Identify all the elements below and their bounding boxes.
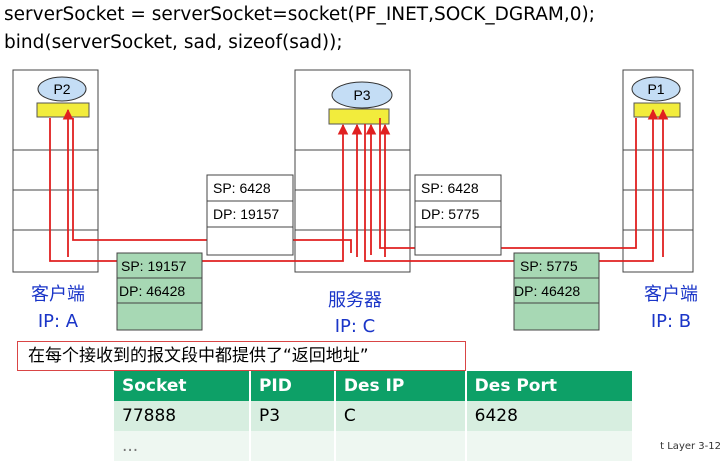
socket-table-header: Socket PID Des IP Des Port	[114, 371, 635, 401]
segment-sp-label: SP: 5775	[520, 258, 578, 274]
process-label-p1: P1	[647, 81, 664, 97]
segment-dp-label: DP: 46428	[119, 283, 185, 299]
table-row: 77888 P3 C 6428	[114, 401, 635, 431]
cell-des-ip	[334, 431, 467, 461]
cell-des-ip: C	[334, 401, 467, 431]
host-label-client-b: 客户端	[644, 284, 698, 305]
cell-pid	[249, 431, 336, 461]
cell-socket: ...	[114, 431, 251, 461]
segment-c-to-a: SP: 6428 DP: 19157	[206, 174, 294, 256]
column-header-pid: PID	[249, 371, 336, 401]
segment-b-to-c: SP: 5775 DP: 46428	[513, 252, 600, 331]
process-oval-p3	[331, 81, 393, 109]
column-header-des-port: Des Port	[465, 371, 635, 401]
cell-pid: P3	[249, 401, 336, 431]
column-header-des-ip: Des IP	[334, 371, 467, 401]
process-oval-p2	[37, 76, 87, 102]
segment-sp-label: SP: 6428	[213, 180, 271, 196]
host-label-server-c: 服务器	[328, 290, 382, 311]
segment-dp-label: DP: 19157	[213, 206, 279, 222]
socket-table: Socket PID Des IP Des Port 77888 P3 C 64…	[114, 371, 635, 461]
segment-sp-label: SP: 6428	[421, 180, 479, 196]
host-ip-client-a: IP: A	[38, 311, 79, 332]
segment-a-to-c: SP: 19157 DP: 46428	[116, 252, 203, 331]
segment-sp-label: SP: 19157	[121, 258, 187, 274]
segment-dp-label: DP: 46428	[514, 283, 580, 299]
udp-demux-diagram: P2 P3 P1 SP: 6428 DP: 19157 SP: 6428 DP:…	[12, 69, 698, 337]
table-row: ...	[114, 431, 635, 461]
process-oval-p1	[631, 76, 681, 102]
process-label-p3: P3	[353, 87, 370, 103]
code-line-bind: bind(serverSocket, sad, sizeof(sad));	[4, 32, 343, 53]
return-address-note: 在每个接收到的报文段中都提供了“返回地址”	[17, 341, 466, 371]
socket-box-client-a	[36, 102, 90, 118]
cell-des-port	[465, 431, 635, 461]
host-ip-server-c: IP: C	[335, 316, 376, 337]
process-label-p2: P2	[53, 81, 70, 97]
slide-footer: t Layer 3-12	[660, 441, 721, 452]
cell-des-port: 6428	[465, 401, 635, 431]
cell-socket: 77888	[114, 401, 251, 431]
segment-paths	[49, 108, 669, 262]
host-ip-client-b: IP: B	[651, 311, 691, 332]
socket-box-client-b	[633, 102, 681, 118]
segment-dp-label: DP: 5775	[421, 206, 480, 222]
host-label-client-a: 客户端	[31, 284, 85, 305]
segment-c-to-b: SP: 6428 DP: 5775	[414, 174, 502, 256]
column-header-socket: Socket	[114, 371, 251, 401]
code-line-socket: serverSocket = serverSocket=socket(PF_IN…	[4, 4, 595, 25]
